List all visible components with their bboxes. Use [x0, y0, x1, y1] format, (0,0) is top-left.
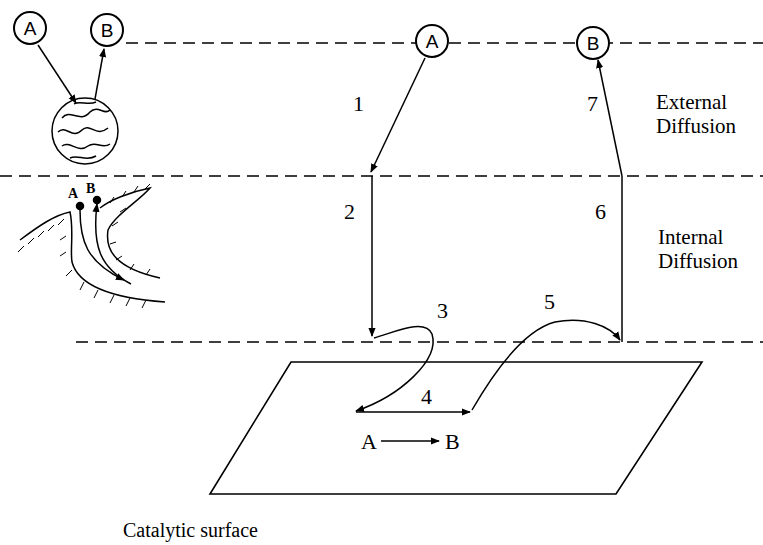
step-number: 1: [353, 91, 364, 116]
step-number: 4: [421, 384, 432, 409]
region-label: Internal Diffusion: [658, 225, 760, 273]
process-arrows: [356, 58, 622, 441]
step-number: 2: [344, 199, 355, 224]
species-circle: A: [415, 24, 449, 58]
species-label: B: [86, 181, 95, 197]
step-number: 6: [595, 199, 606, 224]
region-label: Catalytic surface: [123, 519, 258, 542]
step-number: 5: [544, 289, 555, 314]
boundary-lines: [0, 43, 763, 342]
species-letter: A: [426, 32, 439, 51]
entry-arrow: [38, 45, 76, 103]
catalytic-surface: [210, 362, 702, 494]
region-label: External Diffusion: [656, 90, 760, 138]
species-letter: B: [101, 21, 114, 40]
pore-illustration: [18, 184, 165, 308]
species-circle: B: [576, 26, 610, 60]
step-number: 3: [437, 298, 448, 323]
pellet-sphere: [52, 98, 118, 164]
species-letter: A: [24, 19, 37, 38]
step-number: 7: [587, 91, 598, 116]
species-label: A: [361, 429, 377, 454]
species-label: B: [445, 429, 460, 454]
species-label: A: [68, 186, 78, 202]
exit-arrow: [95, 49, 104, 99]
species-letter: B: [587, 34, 600, 53]
species-circle: A: [13, 11, 47, 45]
species-circle: B: [90, 13, 124, 47]
